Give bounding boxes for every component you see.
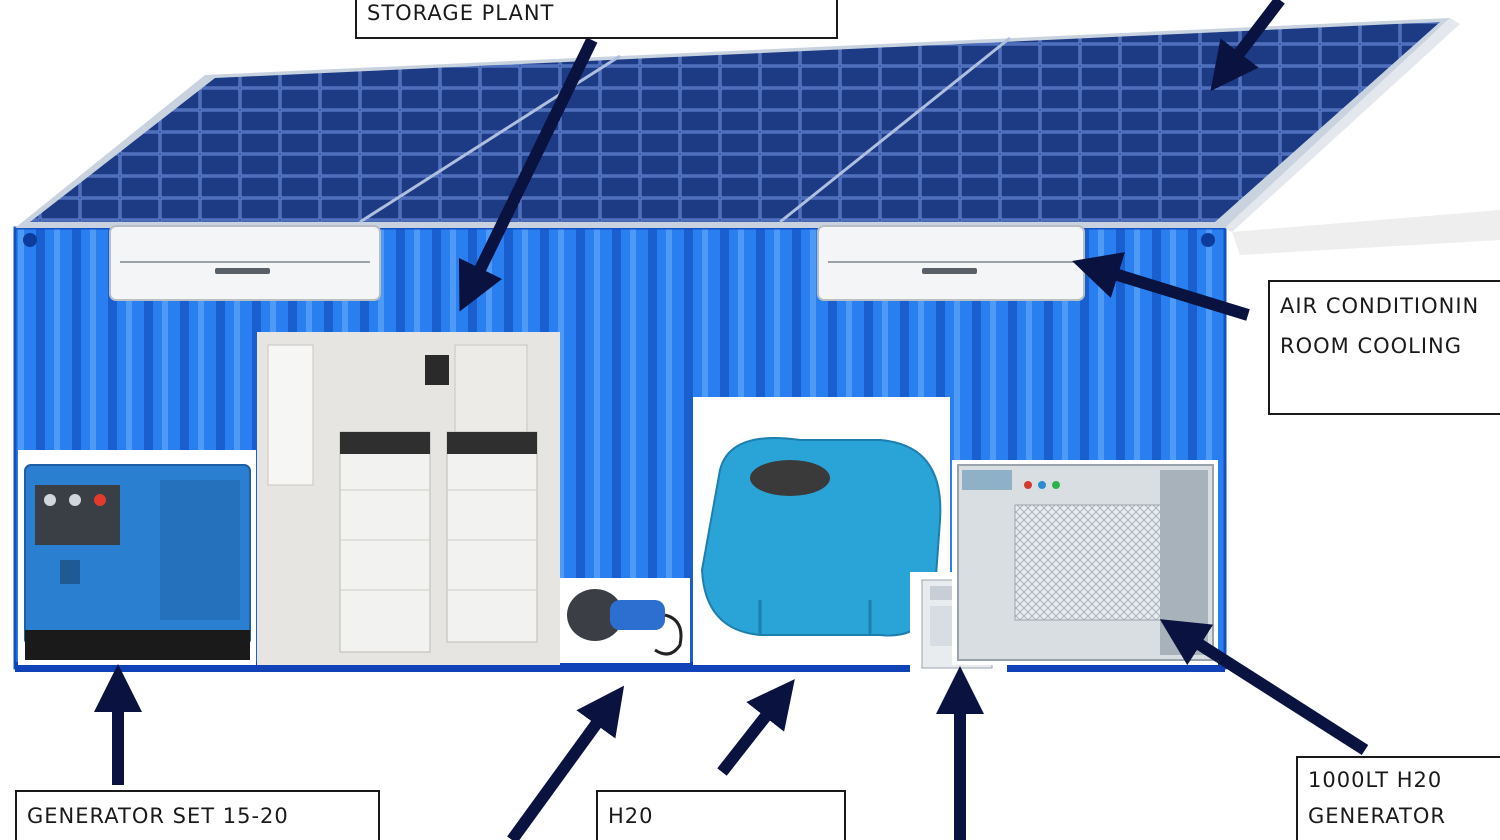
label-text: ROOM COOLING (1280, 334, 1463, 358)
battery-storage-icon (257, 332, 560, 665)
label-h2o: H20 (596, 790, 846, 840)
label-text: GENERATOR SET 15-20 (27, 804, 289, 828)
label-storage-plant: STORAGE PLANT (355, 0, 838, 39)
generator-set-icon (18, 450, 256, 665)
label-text: H20 (608, 804, 654, 828)
label-h2o-generator: 1000LT H20 GENERATOR (1296, 756, 1500, 840)
air-conditioner-icon (109, 225, 381, 301)
water-tank-icon (693, 397, 950, 665)
water-generator-icon (952, 460, 1218, 665)
solar-panel-icon (15, 18, 1500, 255)
label-text: 1000LT H20 (1308, 768, 1443, 792)
label-air-conditioning: AIR CONDITIONIN ROOM COOLING (1268, 280, 1500, 415)
label-text: STORAGE PLANT (367, 1, 555, 25)
label-generator-set: GENERATOR SET 15-20 (15, 790, 380, 840)
air-conditioner-icon (817, 225, 1085, 301)
arrow (94, 0, 1369, 840)
water-pump-icon (560, 578, 690, 663)
label-text: AIR CONDITIONIN (1280, 294, 1480, 318)
label-text: GENERATOR (1308, 804, 1446, 828)
